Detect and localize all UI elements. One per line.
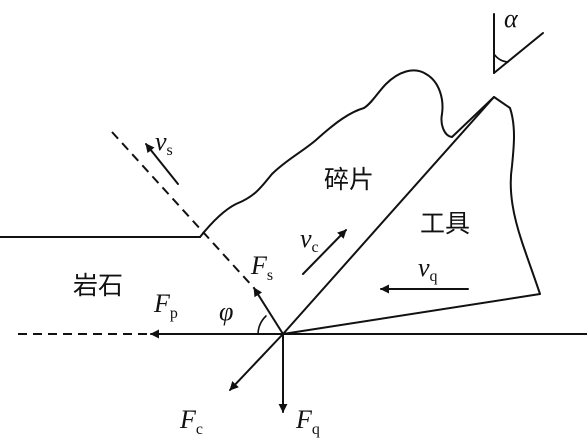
chip-outline (199, 69, 495, 238)
vc-label: vc (300, 224, 319, 256)
shear-angle-arc (257, 315, 267, 335)
fq-label: Fq (295, 405, 320, 438)
rock-label: 岩石 (73, 271, 123, 300)
fs-label: Fs (250, 251, 273, 284)
velocity-vc-arrow (302, 229, 347, 275)
fc-label: Fc (179, 405, 203, 438)
shear-angle-label: φ (219, 297, 233, 326)
rake-angle-arc (493, 53, 509, 63)
rake-angle-label: α (504, 4, 519, 33)
vq-label: vq (418, 253, 438, 285)
shear-plane-line (111, 131, 255, 289)
rake-angle-reference (493, 32, 544, 74)
tool-label: 工具 (420, 209, 470, 238)
chip-label: 碎片 (324, 165, 374, 194)
vs-label: vs (155, 127, 173, 159)
force-fc-arrow (229, 333, 284, 391)
velocity-vs-arrow (145, 143, 179, 185)
tool-outline (282, 96, 541, 335)
force-fs-arrow (253, 287, 284, 335)
fp-label: Fp (153, 289, 178, 322)
